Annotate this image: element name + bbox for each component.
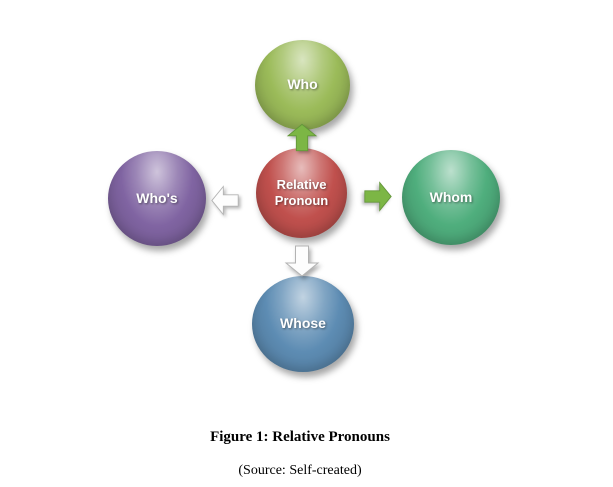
- figure-caption: Figure 1: Relative Pronouns: [210, 429, 390, 445]
- node-relative-pronoun: Relative Pronoun: [256, 148, 347, 238]
- arrow-left-icon: [211, 185, 239, 216]
- node-whos: Who's: [108, 151, 206, 246]
- node-whom-label: Whom: [429, 188, 473, 205]
- arrow-down-shape: [284, 245, 320, 277]
- node-who: Who: [255, 40, 350, 130]
- arrow-down-icon: [284, 245, 320, 277]
- node-whose-label: Whose: [280, 315, 326, 332]
- node-who-label: Who: [287, 76, 318, 93]
- arrow-left-shape: [211, 185, 239, 216]
- arrow-right-icon: [364, 181, 392, 212]
- arrow-up-shape: [286, 123, 318, 152]
- figure-source: (Source: Self-created): [238, 463, 362, 478]
- node-relative-pronoun-label: Relative Pronoun: [274, 176, 329, 208]
- node-whose: Whose: [252, 276, 354, 372]
- node-whom: Whom: [402, 150, 500, 245]
- arrow-up-icon: [286, 123, 318, 152]
- arrow-right-shape: [364, 181, 392, 212]
- node-whos-label: Who's: [136, 189, 178, 206]
